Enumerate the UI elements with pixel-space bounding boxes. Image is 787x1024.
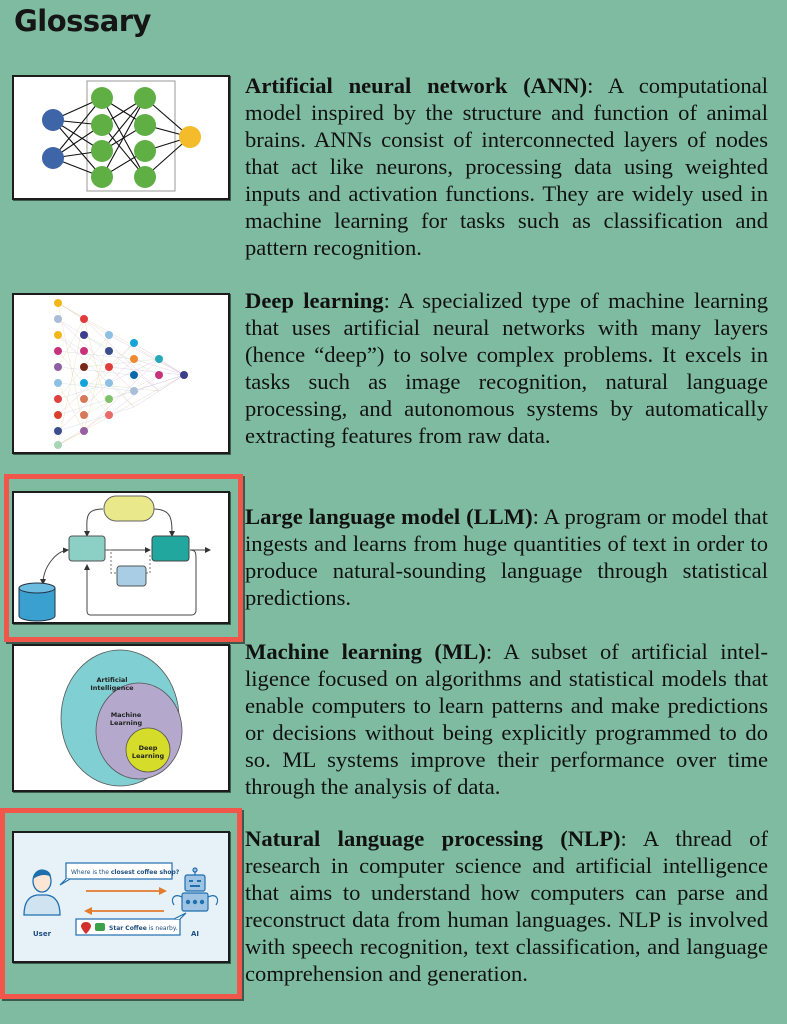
glossary-entry-nlp: Natural language processing (NLP): A thr… xyxy=(245,825,768,987)
ai-label: AI xyxy=(191,930,199,938)
neural-network-diagram-icon xyxy=(42,80,201,192)
term-llm: Large language model (LLM) xyxy=(245,504,533,529)
venn-label-ai-line1: Artificial xyxy=(96,676,127,684)
venn-label-ml-line1: Machine xyxy=(111,711,142,719)
llm-flow-diagram-icon xyxy=(18,495,211,622)
venn-label-dl-line2: Learning xyxy=(132,752,165,760)
definition-ann: : A computational model inspired by the … xyxy=(245,73,768,260)
venn-label-dl-line1: Deep xyxy=(139,744,158,752)
ai-venn-diagram-icon: Artificial Intelligence Machine Learning… xyxy=(60,649,183,787)
venn-label-ai-line2: Intelligence xyxy=(90,684,134,692)
glossary-entry-ann: Artificial neural network (ANN): A compu… xyxy=(245,72,768,261)
term-ml: Machine learning (ML) xyxy=(245,639,486,664)
map-pin-icon xyxy=(81,922,91,934)
deep-network-figure xyxy=(12,293,230,454)
llm-flow-figure xyxy=(12,491,230,624)
definition-ml: : A subset of artificial intel­ligence f… xyxy=(245,639,768,799)
question-bubble-text: Where is the closest coffee shop? xyxy=(71,869,180,876)
user-label: User xyxy=(33,930,52,938)
venn-label-ml-line2: Learning xyxy=(110,719,143,727)
definition-llm: : A program or model that ingests and le… xyxy=(245,504,768,610)
term-ann: Artificial neural network (ANN) xyxy=(245,73,588,98)
term-nlp: Natural language processing (NLP) xyxy=(245,826,621,851)
nlp-chat-figure: User Where is the closest coffee shop? S… xyxy=(12,831,230,963)
car-icon xyxy=(95,923,105,931)
nlp-chat-illustration-icon: User Where is the closest coffee shop? S… xyxy=(23,862,219,938)
user-avatar-icon xyxy=(23,869,61,916)
glossary-entry-llm: Large language model (LLM): A program or… xyxy=(245,503,768,611)
term-deep-learning: Deep learning xyxy=(245,288,384,313)
answer-bubble-text: Star Coffee is nearby. xyxy=(109,925,178,932)
deep-network-diagram-icon xyxy=(54,299,188,449)
neural-network-figure xyxy=(12,75,230,200)
glossary-entry-deep-learning: Deep learning: A specialized type of mac… xyxy=(245,287,768,449)
glossary-entry-ml: Machine learning (ML): A subset of artif… xyxy=(245,638,768,800)
definition-deep-learning: : A specialized type of machine learning… xyxy=(245,288,768,448)
definition-nlp: : A thread of research in computer scien… xyxy=(245,826,768,986)
ai-venn-figure: Artificial Intelligence Machine Learning… xyxy=(12,644,230,792)
page-title: Glossary xyxy=(14,4,151,38)
